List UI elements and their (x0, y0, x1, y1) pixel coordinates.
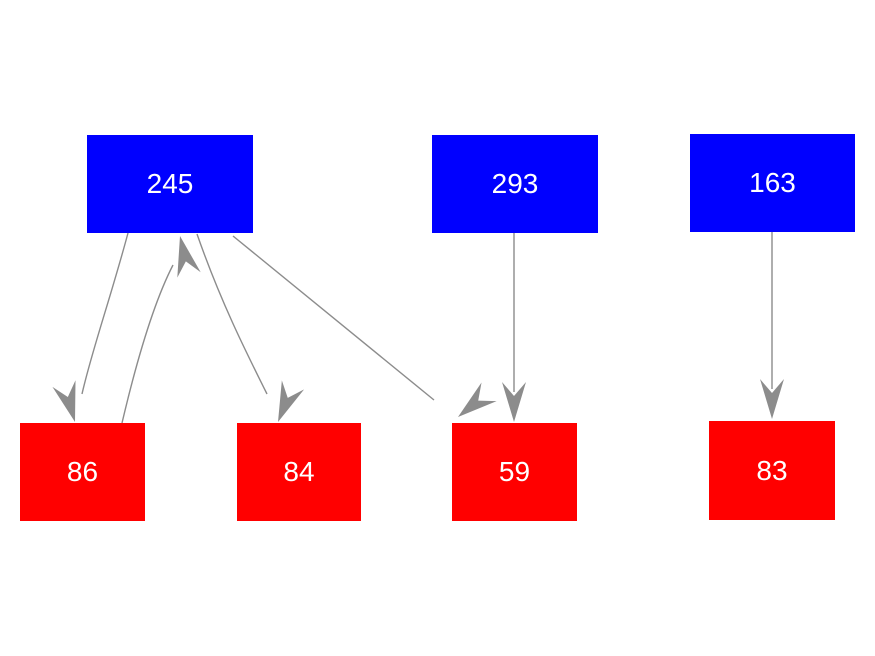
node-245: 245 (87, 135, 253, 233)
edge-line (121, 264, 174, 424)
arrowhead-icon (458, 382, 497, 417)
edge-293-59 (502, 233, 526, 422)
edge-line (232, 235, 435, 401)
arrowhead-icon (760, 379, 784, 419)
node-59: 59 (452, 423, 577, 521)
edge-86-245 (121, 236, 201, 424)
edge-line (81, 232, 129, 395)
edge-245-86 (52, 232, 129, 422)
arrowhead-icon (278, 380, 305, 422)
node-83: 83 (709, 421, 835, 520)
edge-163-83 (760, 232, 784, 419)
edge-245-84 (196, 233, 305, 422)
arrowhead-icon (502, 382, 526, 422)
edge-line (196, 233, 268, 395)
node-163: 163 (690, 134, 855, 232)
arrowhead-icon (177, 236, 201, 278)
arrowhead-icon (52, 380, 76, 422)
edge-245-59 (232, 235, 497, 417)
node-293: 293 (432, 135, 598, 233)
node-84: 84 (237, 423, 361, 521)
node-86: 86 (20, 423, 145, 521)
